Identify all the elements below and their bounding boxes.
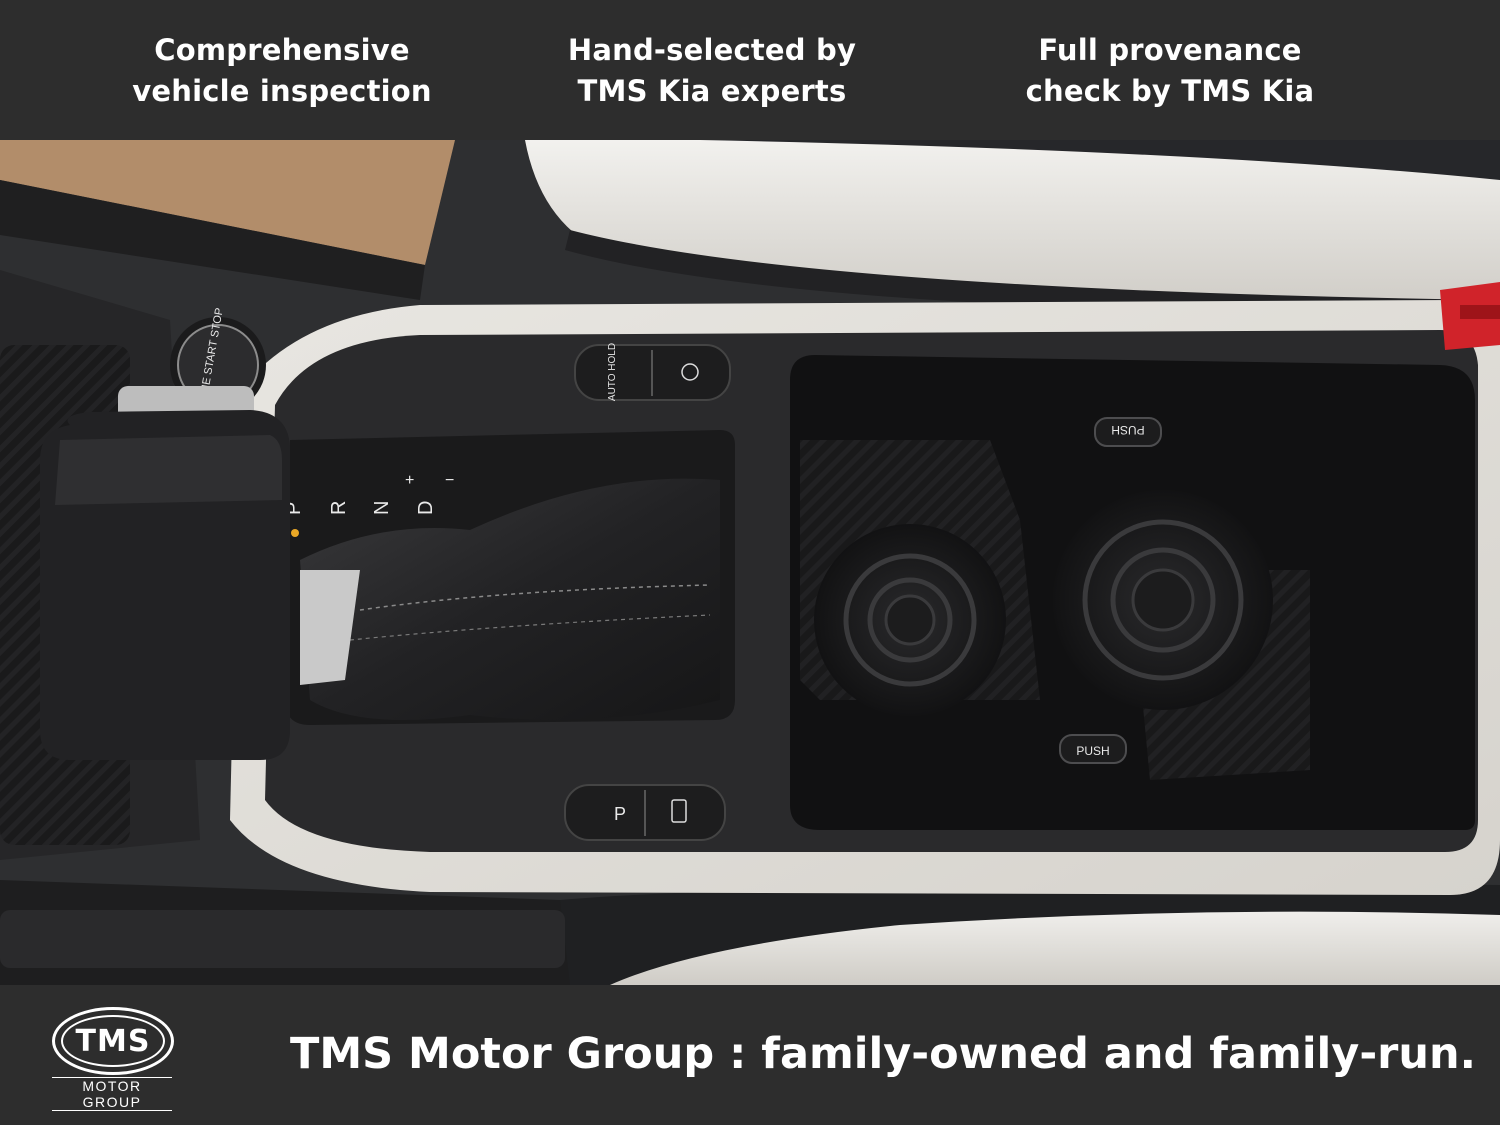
push-top-label: PUSH bbox=[1111, 423, 1144, 437]
logo-text: TMS bbox=[61, 1015, 165, 1067]
tagline: TMS Motor Group : family-owned and famil… bbox=[290, 1029, 1476, 1079]
camera-icon bbox=[671, 799, 687, 823]
console-illustration: ENGINE START STOP AUTO HOLD P P R N D + … bbox=[0, 140, 1500, 985]
gear-plus: + bbox=[405, 472, 414, 489]
feature-inspection: Comprehensive vehicle inspection bbox=[132, 33, 432, 108]
gear-d: D bbox=[415, 501, 437, 515]
top-banner: Comprehensive vehicle inspection Hand-se… bbox=[0, 0, 1500, 140]
feature-provenance: Full provenance check by TMS Kia bbox=[1025, 33, 1315, 108]
push-button-top bbox=[1094, 417, 1162, 447]
gear-r: R bbox=[328, 501, 350, 515]
gear-lever-shaft bbox=[300, 570, 360, 685]
gear-boot bbox=[300, 478, 720, 720]
push-bottom-label: PUSH bbox=[1076, 744, 1109, 758]
push-button-bottom bbox=[1059, 734, 1127, 764]
gear-minus: − bbox=[445, 472, 454, 489]
feature-hand-selected: Hand-selected by TMS Kia experts bbox=[567, 33, 857, 108]
center-console-photo: ENGINE START STOP AUTO HOLD P P R N D + … bbox=[0, 140, 1500, 985]
gear-n: N bbox=[371, 501, 393, 515]
auto-hold-label: AUTO HOLD bbox=[607, 343, 618, 401]
park-indicator bbox=[291, 529, 299, 537]
seat-lower bbox=[600, 906, 1500, 985]
logo-oval: TMS bbox=[52, 1007, 174, 1075]
parking-sensor-icon: P bbox=[614, 804, 626, 824]
cardboard bbox=[0, 140, 455, 265]
esc-off-icon bbox=[681, 363, 699, 381]
logo-subtitle: MOTOR GROUP bbox=[52, 1077, 172, 1111]
tms-logo: TMS MOTOR GROUP bbox=[50, 1005, 174, 1111]
bottom-banner: TMS MOTOR GROUP TMS Motor Group : family… bbox=[0, 985, 1500, 1125]
